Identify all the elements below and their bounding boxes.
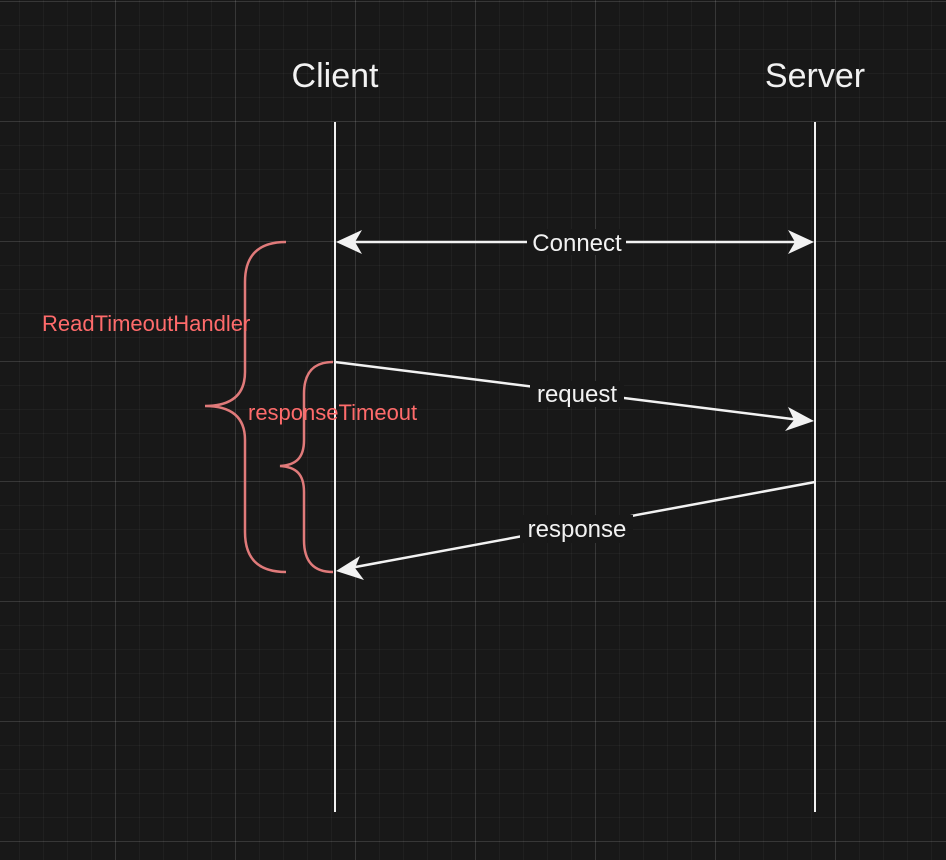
read-timeout-handler-brace: [204, 240, 287, 574]
response-label: response: [528, 516, 627, 543]
connect-arrowhead-left: [336, 230, 362, 254]
response-timeout-brace: [279, 360, 334, 574]
actor-server-label: Server: [765, 57, 865, 95]
connect-label-background: [527, 229, 626, 255]
response-label-background: [520, 515, 633, 543]
connect-arrowhead-right: [788, 230, 814, 254]
request-arrowhead: [785, 407, 814, 431]
response-message: response: [336, 480, 816, 580]
request-label: request: [537, 381, 617, 408]
connect-label: Connect: [532, 230, 622, 257]
request-label-background: [530, 381, 624, 407]
actor-client-label: Client: [292, 57, 379, 95]
request-message: request: [334, 360, 814, 431]
connect-message: Connect: [336, 229, 814, 257]
response-timeout-label: responseTimeout: [248, 400, 417, 425]
response-arrowhead: [336, 556, 364, 580]
read-timeout-handler-label: ReadTimeoutHandler: [42, 311, 250, 336]
